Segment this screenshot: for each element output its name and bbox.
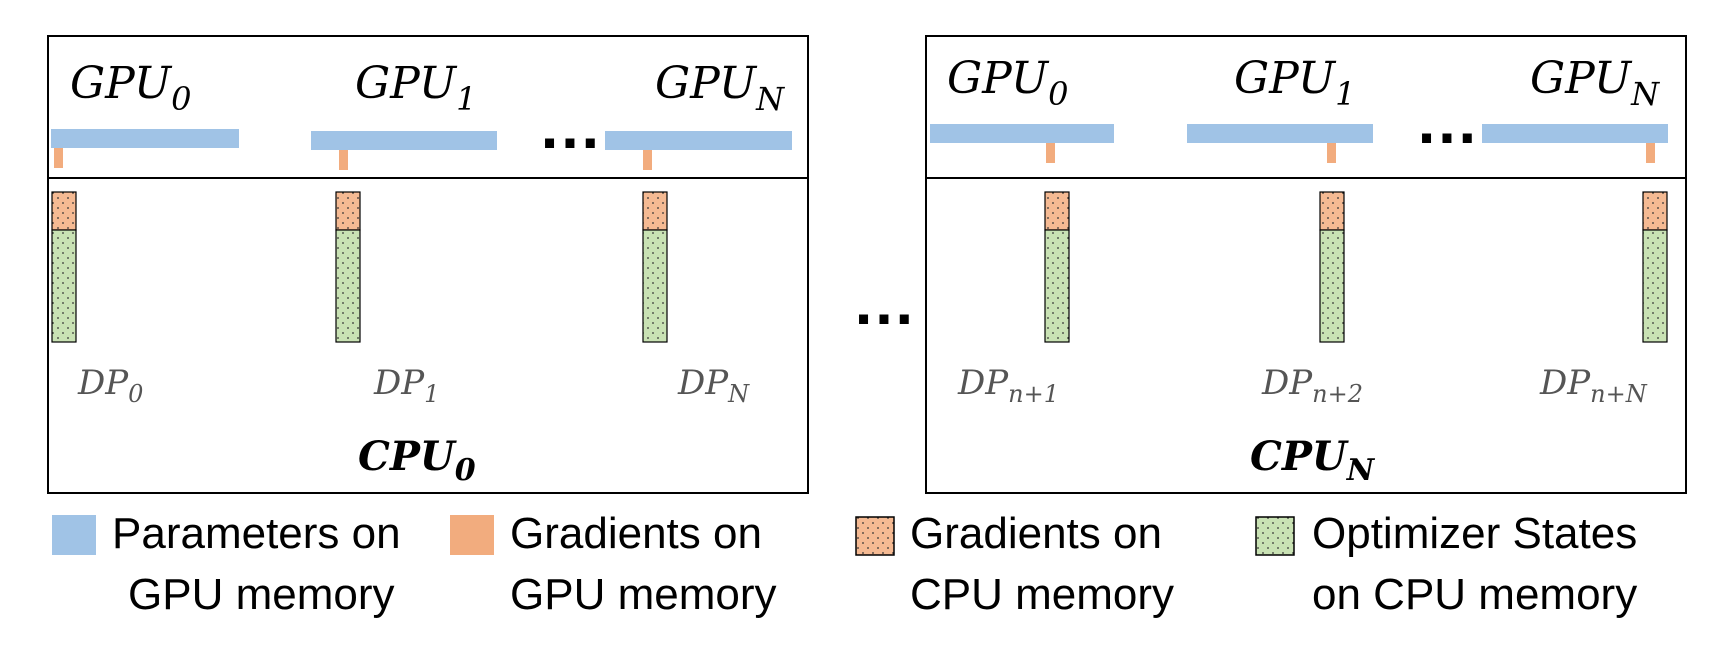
legend-label-parameters-gpu-line2: GPU memory — [128, 570, 394, 619]
legend-label-gradients-cpu-line1: Gradients on — [910, 509, 1162, 558]
node-n: GPU0 GPU1 GPUN … DPn+1 DPn+2 DPn+N — [925, 35, 1687, 494]
legend-label-gradients-gpu-line2: GPU memory — [510, 570, 776, 619]
legend-label-parameters-gpu-line1: Parameters on — [112, 509, 401, 558]
legend-label-optimizer-cpu-line1: Optimizer States — [1312, 509, 1637, 558]
node-n-dp-n1-gradients-cpu — [1044, 191, 1070, 231]
node-0-gpu-0-parameters-bar — [51, 129, 239, 148]
legend-item-parameters-gpu: Parameters on GPU memory — [52, 509, 401, 619]
legend: Parameters on GPU memory Gradients on GP… — [52, 509, 1637, 619]
node-n-gpu-ellipsis: … — [1415, 85, 1479, 157]
legend-swatch-parameters-gpu — [52, 515, 96, 555]
node-0-dp-n-optimizer-cpu — [642, 229, 668, 343]
node-0-dp-0-stack — [51, 191, 77, 343]
node-0-dp-1-gradients-cpu — [335, 191, 361, 231]
node-0-gpu-label-n: GPUN — [655, 58, 785, 118]
legend-label-optimizer-cpu-line2: on CPU memory — [1312, 570, 1637, 619]
node-0-gpu-label-1: GPU1 — [355, 58, 476, 118]
node-n-gpu-1-gradients-tick — [1327, 143, 1336, 163]
node-0-dp-0-optimizer-cpu — [51, 229, 77, 343]
node-0-gpu-0-gradients-tick — [54, 148, 63, 168]
node-n-gpu-label-0: GPU0 — [947, 53, 1068, 113]
legend-item-gradients-cpu: Gradients on CPU memory — [855, 509, 1174, 619]
node-n-dp-label-nn: DPn+N — [1539, 363, 1648, 408]
node-0-gpu-label-0: GPU0 — [70, 58, 191, 118]
node-0-dp-label-0: DP0 — [77, 363, 143, 408]
node-n-gpu-label-1: GPU1 — [1234, 53, 1355, 113]
node-0-gpu-ellipsis: … — [538, 90, 602, 162]
node-n-dp-nn-gradients-cpu — [1642, 191, 1668, 231]
node-0: GPU0 GPU1 GPUN … DP0 DP1 DPN CPU0 — [47, 35, 809, 494]
node-0-gpu-1-parameters-bar — [311, 131, 497, 150]
node-0-gpu-1-gradients-tick — [339, 150, 348, 170]
node-n-dp-n1-stack — [1044, 191, 1070, 343]
node-n-dp-label-n2: DPn+2 — [1261, 363, 1363, 408]
node-0-dp-n-stack — [642, 191, 668, 343]
legend-swatch-gradients-cpu — [855, 516, 895, 556]
node-0-dp-label-1: DP1 — [373, 363, 439, 408]
legend-label-gradients-cpu-line2: CPU memory — [910, 570, 1174, 619]
node-n-gpu-0-parameters-bar — [930, 124, 1114, 143]
node-0-dp-0-gradients-cpu — [51, 191, 77, 231]
node-0-gpu-n-parameters-bar — [605, 131, 792, 150]
node-n-dp-n2-stack — [1319, 191, 1345, 343]
node-n-gpu-0-gradients-tick — [1046, 143, 1055, 163]
node-0-dp-1-stack — [335, 191, 361, 343]
node-n-dp-n1-optimizer-cpu — [1044, 229, 1070, 343]
node-n-dp-label-n1: DPn+1 — [957, 363, 1059, 408]
node-0-cpu-box — [47, 177, 809, 494]
node-n-dp-nn-optimizer-cpu — [1642, 229, 1668, 343]
node-0-cpu-label: CPU0 — [358, 433, 476, 488]
node-n-cpu-label: CPUN — [1250, 433, 1376, 488]
node-n-gpu-n-gradients-tick — [1646, 143, 1655, 163]
node-0-gpu-n-gradients-tick — [643, 150, 652, 170]
legend-item-gradients-gpu: Gradients on GPU memory — [450, 509, 776, 619]
node-n-gpu-n-parameters-bar — [1482, 124, 1668, 143]
legend-item-optimizer-cpu: Optimizer States on CPU memory — [1255, 509, 1637, 619]
legend-label-gradients-gpu-line1: Gradients on — [510, 509, 762, 558]
legend-swatch-gradients-gpu — [450, 515, 494, 555]
node-n-cpu-box — [925, 177, 1687, 494]
node-0-dp-label-n: DPN — [677, 363, 750, 408]
node-n-gpu-label-n: GPUN — [1530, 53, 1660, 113]
node-n-dp-n2-gradients-cpu — [1319, 191, 1345, 231]
node-0-dp-1-optimizer-cpu — [335, 229, 361, 343]
legend-swatch-optimizer-cpu — [1255, 516, 1295, 556]
node-0-dp-n-gradients-cpu — [642, 191, 668, 231]
node-n-gpu-1-parameters-bar — [1187, 124, 1373, 143]
node-ellipsis: … — [852, 266, 916, 338]
node-n-dp-n2-optimizer-cpu — [1319, 229, 1345, 343]
node-n-dp-nn-stack — [1642, 191, 1668, 343]
